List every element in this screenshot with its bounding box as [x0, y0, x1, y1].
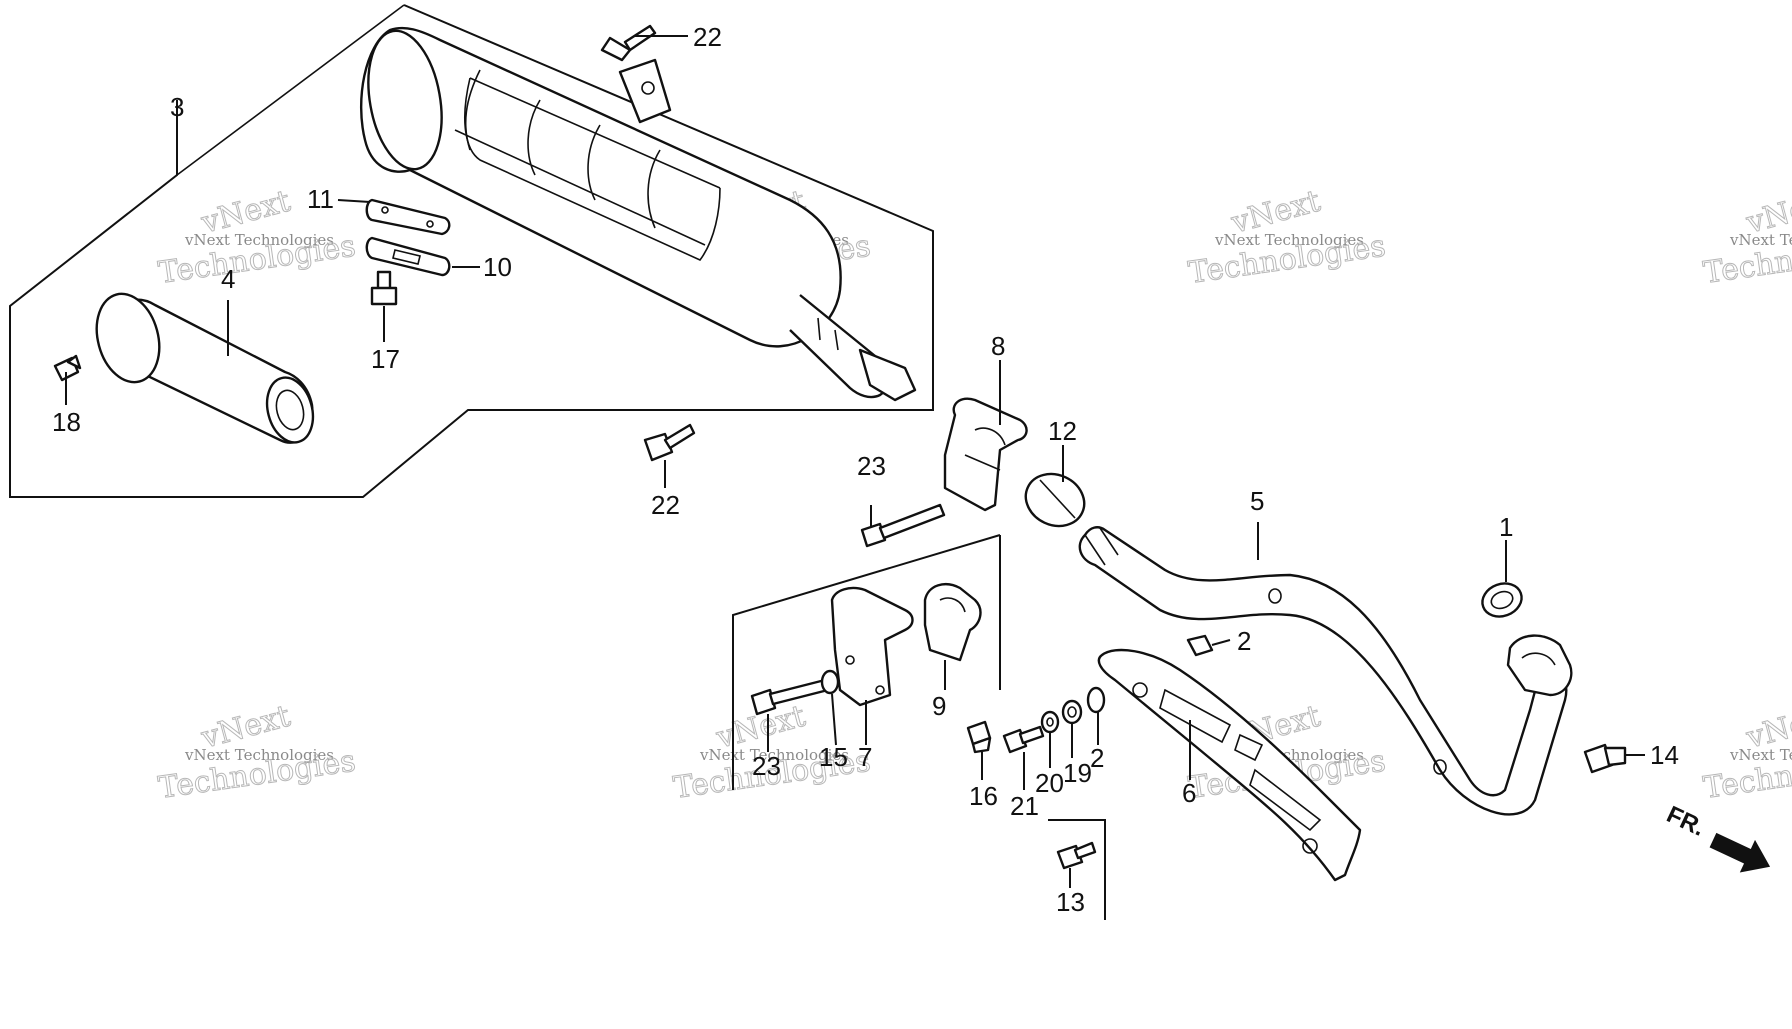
- watermark-4: vNext vNext Technologies Technologies: [1701, 183, 1792, 291]
- label-4: 4: [221, 264, 235, 294]
- nut-2-upper: [1186, 634, 1214, 657]
- label-20: 20: [1035, 768, 1064, 798]
- exhaust-pipe: [1078, 526, 1573, 816]
- label-8: 8: [991, 331, 1005, 361]
- label-14: 14: [1650, 740, 1679, 770]
- label-11: 11: [307, 184, 334, 214]
- svg-text:vNext Technologies: vNext Technologies: [184, 231, 334, 249]
- washer-20: [1040, 710, 1060, 734]
- bolt-21: [1002, 725, 1045, 754]
- bolt-13: [1056, 841, 1097, 870]
- label-16: 16: [969, 781, 998, 811]
- label-6: 6: [1182, 778, 1196, 808]
- muffler-assembly-boundary: [9, 4, 934, 498]
- label-22-bottom: 22: [651, 490, 680, 520]
- label-15: 15: [819, 742, 848, 772]
- washer-2-lower: [1086, 686, 1106, 714]
- gasket-11: [365, 198, 451, 236]
- screw-17: [370, 270, 398, 306]
- label-9: 9: [932, 691, 946, 721]
- svg-text:vNext Technologies: vNext Technologies: [699, 746, 849, 764]
- label-1: 1: [1499, 512, 1513, 542]
- clamp-9: [923, 583, 982, 662]
- label-13: 13: [1056, 887, 1085, 917]
- svg-text:vNext Technologies: vNext Technologies: [1214, 231, 1364, 249]
- bolt-23-top: [860, 503, 946, 548]
- bolt-22-top: [600, 24, 657, 62]
- label-3: 3: [170, 92, 184, 122]
- label-22-top: 22: [693, 22, 722, 52]
- watermark-3: vNext vNext Technologies Technologies: [1186, 183, 1388, 291]
- bolt-23-bottom: [750, 678, 830, 716]
- clamp-8: [943, 397, 1028, 512]
- muffler: [359, 26, 917, 402]
- label-23-bottom: 23: [752, 751, 781, 781]
- label-2-lower: 2: [1090, 743, 1104, 773]
- leader-lines: [65, 35, 1645, 888]
- tail-pipe: [95, 292, 315, 444]
- gasket-12: [1024, 472, 1086, 528]
- bolt-14: [1583, 743, 1627, 774]
- label-7: 7: [858, 742, 872, 772]
- screw-18: [53, 354, 82, 382]
- label-12: 12: [1048, 416, 1077, 446]
- label-23-top: 23: [857, 451, 886, 481]
- front-direction-marker: FR.: [1662, 801, 1771, 873]
- label-21: 21: [1010, 791, 1039, 821]
- bolt-16: [966, 720, 992, 754]
- svg-text:vNext Technologies: vNext Technologies: [1729, 231, 1792, 249]
- label-18: 18: [52, 407, 81, 437]
- watermark-5: vNext vNext Technologies Technologies: [156, 698, 358, 806]
- gasket-1: [1481, 582, 1523, 618]
- gasket-10: [365, 236, 451, 277]
- label-10: 10: [483, 252, 512, 282]
- bolt-13-boundary: [1048, 819, 1106, 920]
- watermark-8: vNext vNext Technologies Technologies: [1701, 698, 1792, 806]
- svg-text:vNext Technologies: vNext Technologies: [1729, 746, 1792, 764]
- label-2-upper: 2: [1237, 626, 1251, 656]
- washer-15: [820, 669, 840, 695]
- label-5: 5: [1250, 486, 1264, 516]
- label-19: 19: [1063, 758, 1092, 788]
- part-labels: 22 3 11 4 10 17 18 22 8 12 23 5 1 2 9 14…: [52, 22, 1679, 917]
- svg-text:vNext Technologies: vNext Technologies: [184, 746, 334, 764]
- label-17: 17: [371, 344, 400, 374]
- front-direction-label: FR.: [1662, 801, 1708, 842]
- clamp-7: [830, 586, 914, 707]
- bolt-22-bottom: [643, 423, 696, 462]
- washer-19: [1061, 699, 1083, 725]
- front-arrow-icon: [1709, 832, 1771, 873]
- heat-shield: [1097, 648, 1362, 882]
- clamp-group-boundary: [732, 534, 1001, 790]
